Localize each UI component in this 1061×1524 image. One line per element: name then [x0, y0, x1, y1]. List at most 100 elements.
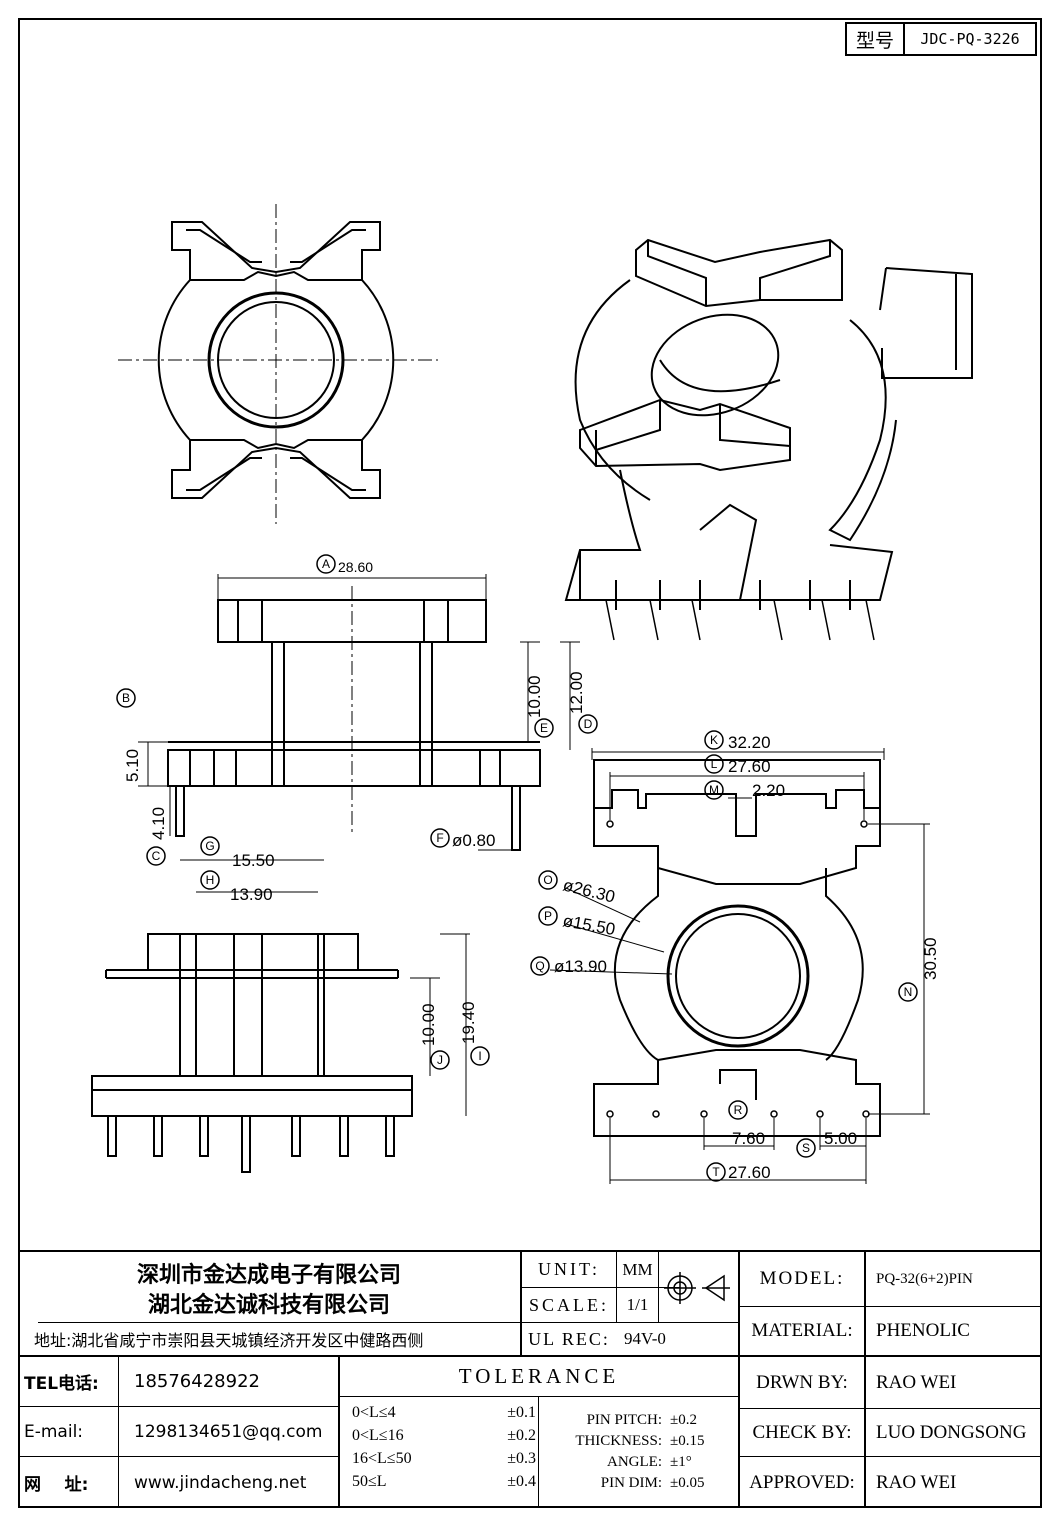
callout-D: D	[584, 717, 593, 731]
tolerance-title: TOLERANCE	[458, 1364, 620, 1388]
material-value: PHENOLIC	[876, 1320, 970, 1341]
title-block: 深圳市金达成电子有限公司 湖北金达诚科技有限公司 地址:湖北省咸宁市崇阳县天城镇…	[18, 1250, 1042, 1508]
dim-I: 19.40	[459, 1001, 478, 1044]
dim-H: 13.90	[230, 885, 273, 904]
web-label: 网 址:	[24, 1475, 89, 1495]
tolerance-other-row: PIN DIM: ±0.05	[542, 1475, 734, 1496]
dim-S: 5.00	[824, 1129, 857, 1148]
dim-R: 7.60	[732, 1129, 765, 1148]
tolerance-other-value: ±0.05	[670, 1475, 705, 1491]
callout-A: A	[322, 557, 330, 571]
ulrec-value: 94V-0	[624, 1329, 666, 1348]
dimension-values: 28.60 5.10 4.10 12.00 10.00 ø0.80 15.50 …	[123, 559, 940, 1182]
callout-T: T	[712, 1165, 720, 1179]
dim-E: 10.00	[525, 675, 544, 718]
tolerance-other-label: PIN DIM:	[600, 1475, 662, 1491]
tolerance-others: PIN PITCH: ±0.2 THICKNESS: ±0.15 ANGLE: …	[542, 1412, 734, 1496]
check-value: LUO DONGSONG	[876, 1421, 1027, 1443]
tolerance-row: 0<L≤16 ±0.2	[352, 1427, 536, 1450]
callout-B: B	[122, 691, 130, 705]
tolerance-other-row: ANGLE: ±1°	[542, 1454, 734, 1475]
tolerance-row: 0<L≤4 ±0.1	[352, 1404, 536, 1427]
dim-O: ø26.30	[561, 875, 617, 906]
email-label: E-mail:	[24, 1421, 84, 1442]
tolerance-other-label: ANGLE:	[607, 1454, 662, 1470]
company-address: 地址:湖北省咸宁市崇阳县天城镇经济开发区中健路西侧	[34, 1331, 424, 1350]
callout-H: H	[206, 873, 215, 887]
scale-label: SCALE:	[528, 1294, 609, 1315]
dim-C: 4.10	[149, 807, 168, 840]
tel-value: 18576428922	[134, 1371, 260, 1392]
scale-value: 1/1	[626, 1295, 649, 1314]
model-label: MODEL:	[759, 1268, 845, 1289]
model-value: PQ-32(6+2)PIN	[876, 1270, 973, 1287]
callout-C: C	[152, 849, 161, 863]
tolerance-other-value: ±1°	[670, 1454, 692, 1470]
tolerance-range: 0<L≤16	[352, 1427, 404, 1444]
callout-P: P	[544, 909, 552, 923]
top-view	[118, 204, 438, 524]
company-name-1: 深圳市金达成电子有限公司	[136, 1263, 401, 1288]
drawing-frame	[18, 18, 1042, 1508]
callout-S: S	[802, 1141, 810, 1155]
dim-B: 5.10	[123, 749, 142, 782]
tolerance-other-label: THICKNESS:	[575, 1433, 662, 1449]
callout-circles	[116, 554, 918, 1182]
tolerance-value: ±0.3	[507, 1450, 536, 1467]
tolerance-other-row: PIN PITCH: ±0.2	[542, 1412, 734, 1433]
front-view	[91, 933, 413, 1173]
check-label: CHECK BY:	[752, 1421, 852, 1443]
tolerance-other-label: PIN PITCH:	[586, 1412, 662, 1428]
bottom-view	[593, 759, 881, 1137]
callout-J: J	[437, 1053, 443, 1067]
drawn-label: DRWN BY:	[756, 1371, 848, 1393]
dim-Q: ø13.90	[554, 957, 607, 976]
technical-drawing: A B C D E F G H I J K L M N O P Q R S T …	[91, 204, 973, 1184]
tolerance-other-row: THICKNESS: ±0.15	[542, 1433, 734, 1454]
dim-G: 15.50	[232, 851, 275, 870]
tolerance-row: 50≤L ±0.4	[352, 1473, 536, 1496]
callout-G: G	[205, 839, 214, 853]
dim-M: 2.20	[752, 781, 785, 800]
approved-value: RAO WEI	[876, 1471, 957, 1493]
dim-J: 10.00	[419, 1003, 438, 1046]
ulrec-label: UL REC:	[528, 1328, 610, 1349]
unit-label: UNIT:	[537, 1259, 601, 1279]
isometric-view	[564, 238, 973, 641]
dim-L: 27.60	[728, 757, 771, 776]
dim-D: 12.00	[567, 671, 586, 714]
side-view	[167, 586, 541, 851]
callout-letters: A B C D E F G H I J K L M N O P Q R S T	[122, 557, 912, 1179]
web-value: www.jindacheng.net	[134, 1472, 307, 1493]
tolerance-other-value: ±0.2	[670, 1412, 697, 1428]
tolerance-value: ±0.1	[507, 1404, 536, 1421]
callout-M: M	[709, 783, 719, 797]
tolerance-value: ±0.4	[507, 1473, 536, 1490]
dim-K: 32.20	[728, 733, 771, 752]
approved-label: APPROVED:	[749, 1471, 855, 1493]
callout-I: I	[478, 1049, 481, 1063]
drawing-number-label: 型号	[847, 24, 905, 54]
company-name-2: 湖北金达诚科技有限公司	[147, 1293, 390, 1318]
dimension-lines	[138, 574, 930, 1184]
callout-O: O	[543, 873, 552, 887]
tel-label: TEL电话:	[24, 1374, 99, 1394]
tolerance-row: 16<L≤50 ±0.3	[352, 1450, 536, 1473]
tolerance-value: ±0.2	[507, 1427, 536, 1444]
dim-P: ø15.50	[561, 911, 616, 939]
tolerance-range: 16<L≤50	[352, 1450, 412, 1467]
tolerance-range: 50≤L	[352, 1473, 387, 1490]
callout-L: L	[711, 757, 718, 771]
dim-N: 30.50	[921, 937, 940, 980]
drawn-value: RAO WEI	[876, 1371, 957, 1393]
callout-E: E	[540, 721, 548, 735]
unit-value: MM	[622, 1259, 653, 1279]
dim-F: ø0.80	[452, 831, 495, 850]
dim-A: 28.60	[338, 559, 373, 575]
drawing-number-box: 型号 JDC-PQ-3226	[845, 22, 1037, 56]
callout-R: R	[734, 1103, 743, 1117]
tolerance-range: 0<L≤4	[352, 1404, 396, 1421]
callout-Q: Q	[535, 959, 544, 973]
drawing-number-value: JDC-PQ-3226	[920, 30, 1020, 48]
tolerance-ranges: 0<L≤4 ±0.1 0<L≤16 ±0.2 16<L≤50 ±0.3 50≤L…	[352, 1404, 536, 1496]
